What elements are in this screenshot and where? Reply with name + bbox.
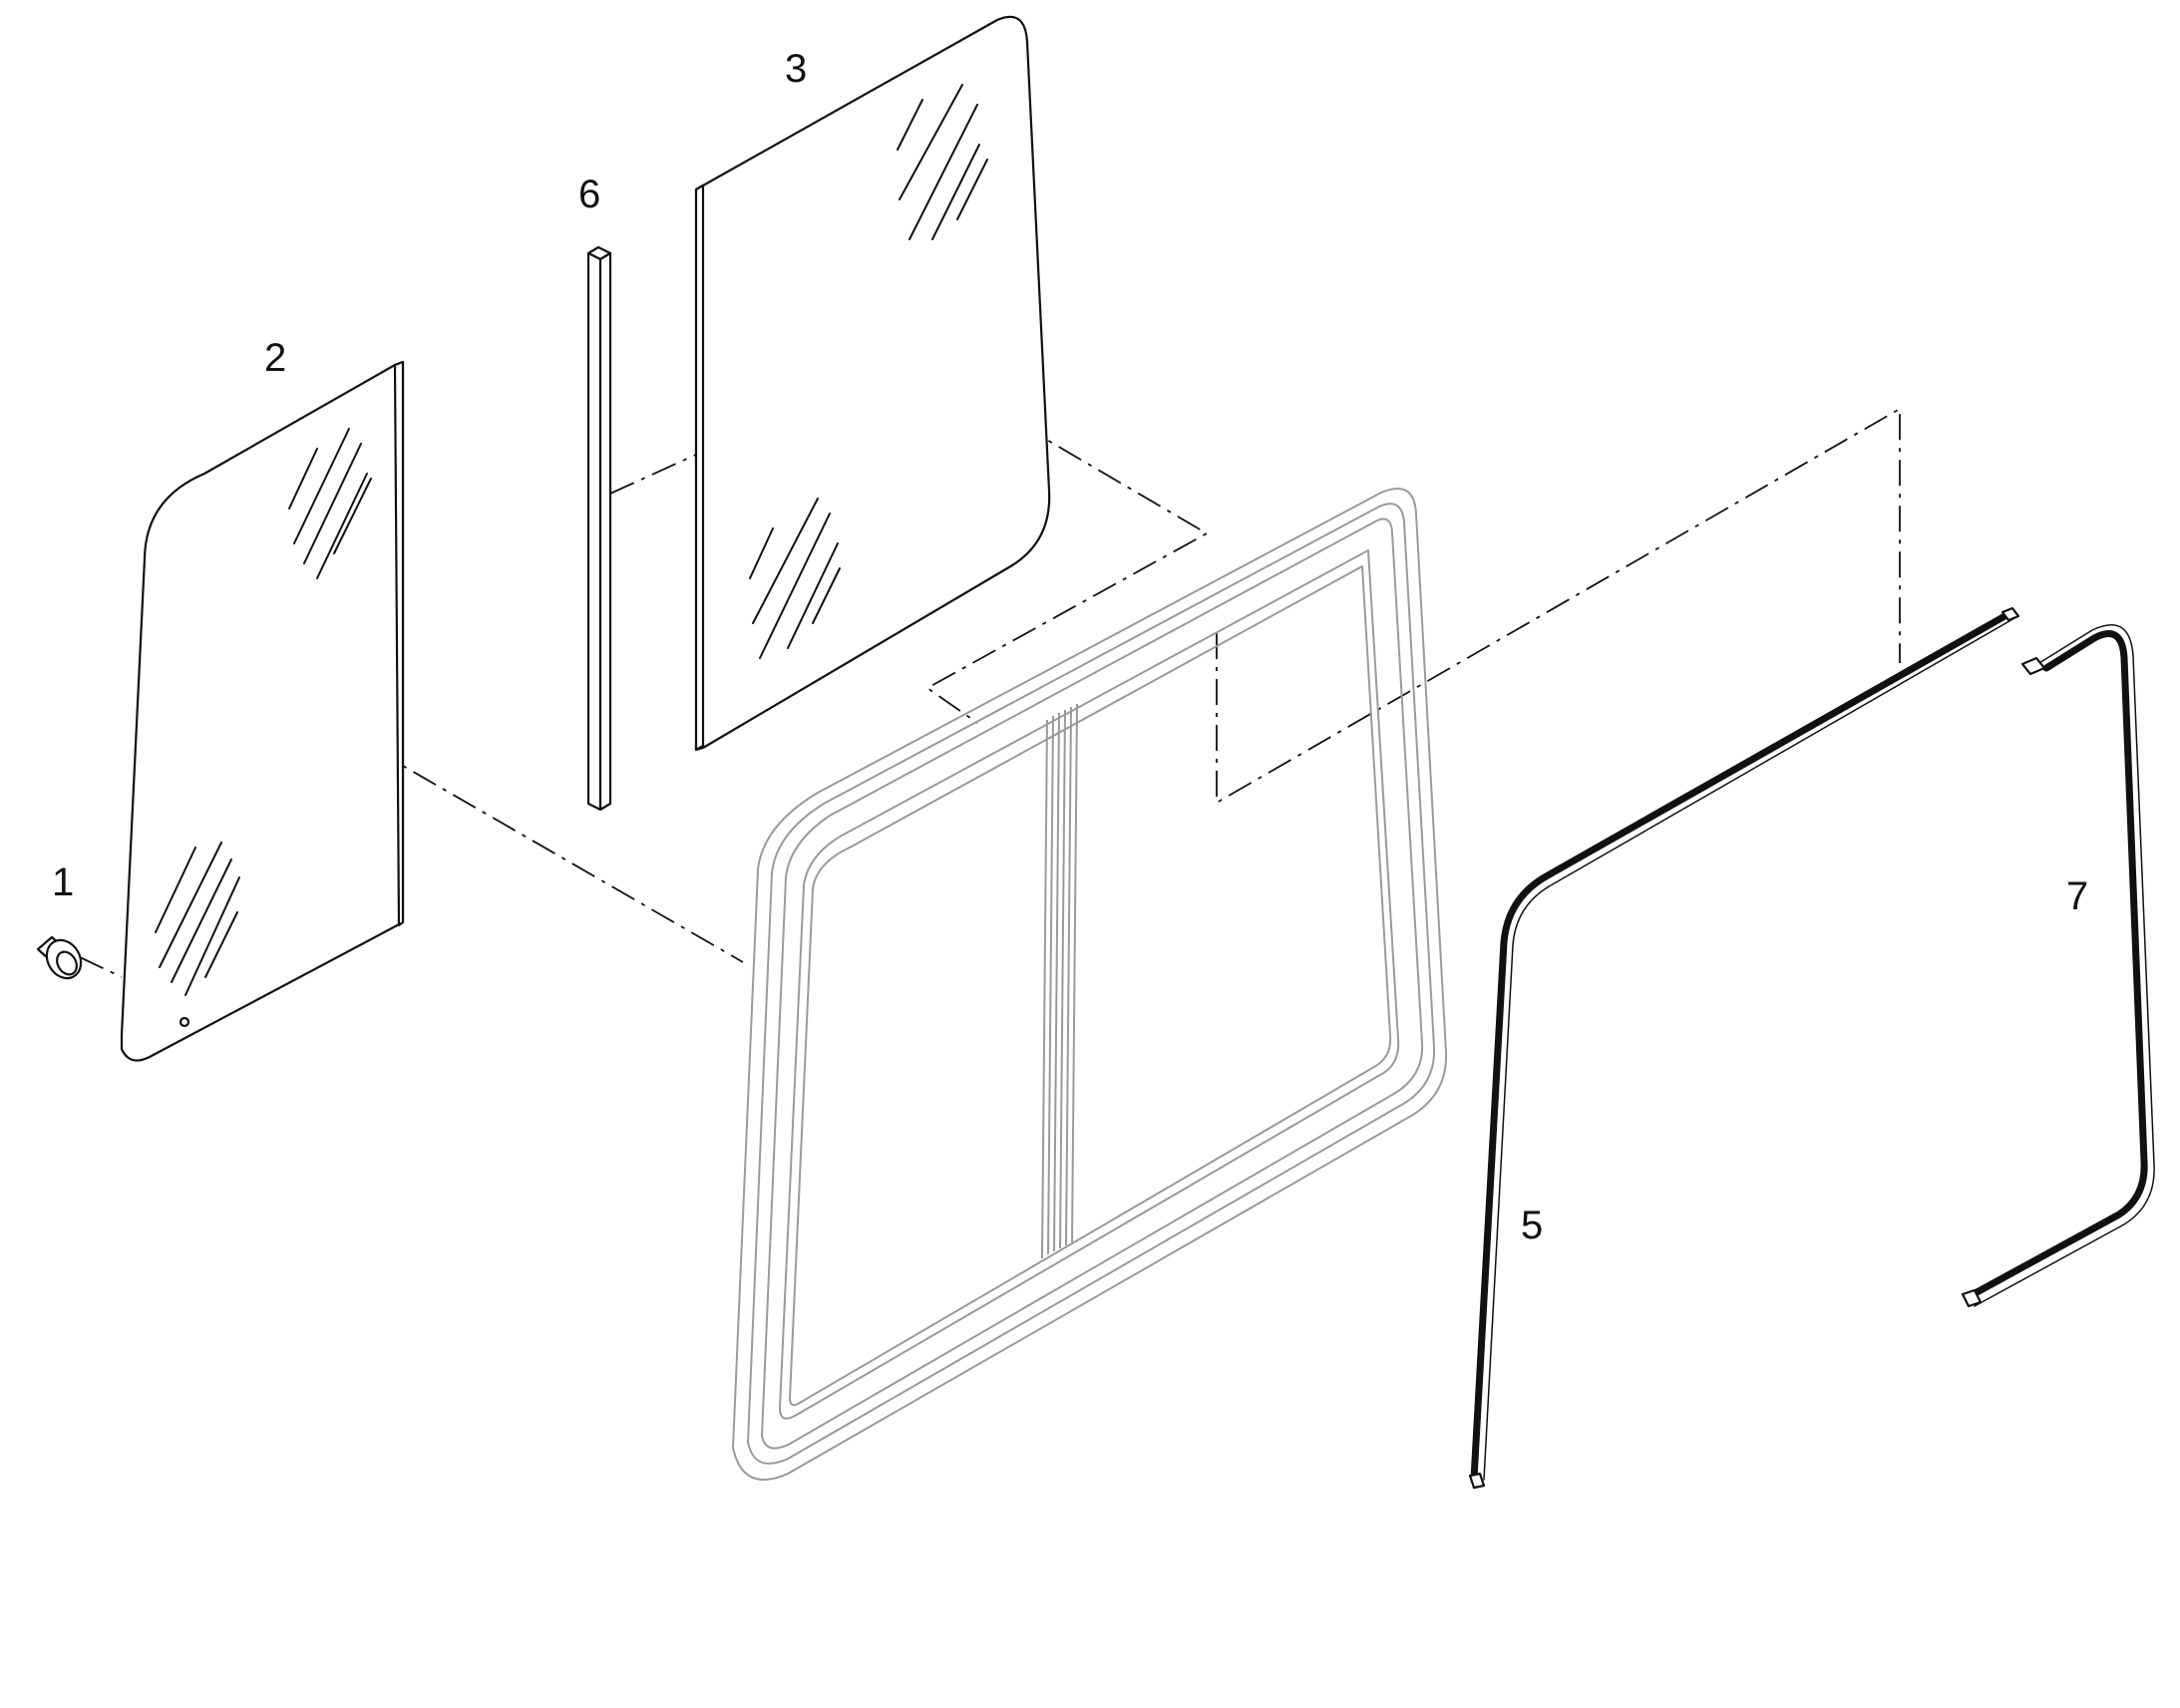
part-3-sliding-glass [694, 15, 1051, 752]
callout-6: 6 [578, 172, 600, 216]
callout-7: 7 [2066, 874, 2088, 918]
callout-labels: 1 2 3 5 6 7 [52, 47, 2088, 1247]
part-7-seal [1961, 624, 2155, 1308]
assembly-leader-lines [79, 353, 1901, 978]
frame-center-mullion [1041, 703, 1078, 1259]
part-1-knob [36, 935, 83, 980]
callout-5: 5 [1521, 1203, 1543, 1247]
callout-2: 2 [264, 336, 286, 380]
part-2-glass-pane [120, 360, 405, 1062]
window-frame [732, 488, 1448, 1482]
part-6-seal-strip [586, 245, 612, 812]
callout-1: 1 [52, 860, 74, 904]
glass-reflection-hatch [749, 84, 988, 659]
callout-3: 3 [785, 47, 807, 91]
part-5-seal [1468, 606, 2020, 1490]
glass-reflection-hatch [155, 428, 372, 996]
